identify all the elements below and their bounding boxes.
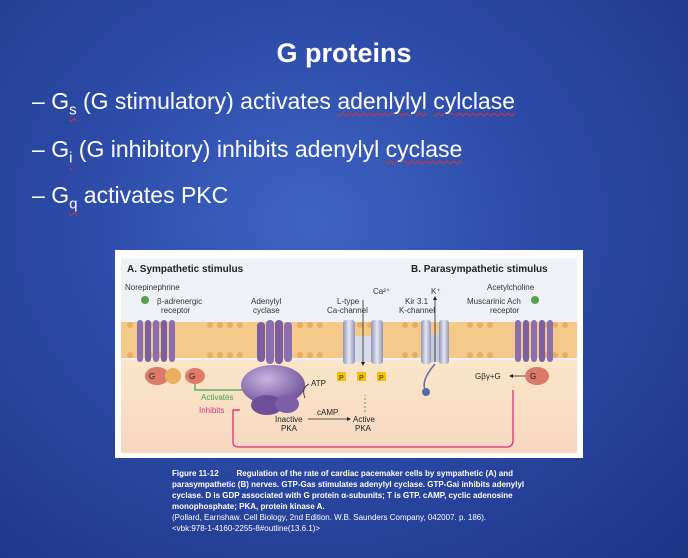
figure-caption: Figure 11-12 Regulation of the rate of c… (172, 468, 572, 534)
label-muscarinic-2: receptor (490, 306, 520, 315)
g-letter: G (51, 88, 70, 114)
word-adenlylyl: adenlylyl (337, 88, 427, 114)
caption-reference-link[interactable]: <vbk:978-1-4160-2255-8#outline(13.6.1)> (172, 524, 321, 533)
label-ltype-2: Ca-channel (327, 306, 368, 315)
label-ltype-1: L-type (337, 297, 360, 306)
label-kir-1: Kir 3.1 (405, 297, 429, 306)
inhibits-arrow (232, 390, 514, 448)
label-norepinephrine: Norepinephrine (125, 283, 180, 292)
heading-sympathetic: A. Sympathetic stimulus (127, 264, 244, 275)
label-g-abg-r: G (530, 372, 536, 381)
bullet-text: (G stimulatory) activates (76, 88, 338, 114)
g-alpha-s-icon: G (185, 368, 205, 384)
word-cylclase: cylclase (433, 88, 516, 114)
bullet-gq: – Gq activates PKC (32, 182, 228, 213)
g-protein-trimer-right-icon (525, 367, 549, 385)
beta-receptor-icon (137, 296, 175, 362)
label-muscarinic-1: Muscarinic Ach (467, 297, 521, 306)
activates-arrow (194, 384, 250, 391)
label-g-by-ai: Gβγ+G (475, 372, 501, 381)
label-camp: cAMP (317, 408, 338, 417)
cardiac-figure: A. Sympathetic stimulus B. Parasympathet… (115, 250, 583, 458)
bullet-dash: – (32, 88, 45, 114)
label-active-1: Active (353, 415, 375, 424)
caption-line-3: cyclase. D is GDP associated with G prot… (172, 491, 513, 500)
label-beta-receptor-2: receptor (161, 306, 191, 315)
label-inactive-1: Inactive (275, 415, 303, 424)
figure-illustration: A. Sympathetic stimulus B. Parasympathet… (115, 250, 583, 458)
label-beta-receptor-1: β-adrenergic (157, 297, 202, 306)
label-atp: ATP (311, 379, 326, 388)
bullet-gi: – Gi (G inhibitory) inhibits adenylyl cy… (32, 136, 462, 167)
label-adenylyl-1: Adenylyl (251, 297, 281, 306)
label-p-2: P (359, 375, 364, 382)
heading-parasympathetic: B. Parasympathetic stimulus (411, 264, 548, 275)
label-g-as-t: G (189, 372, 195, 381)
g-letter: G (51, 136, 70, 162)
ltype-ca-channel-icon (343, 300, 383, 366)
bullet-dash: – (32, 136, 45, 162)
caption-line-2: parasympathetic (B) nerves. GTP-Gas stim… (172, 480, 525, 489)
bullet-text: (G inhibitory) inhibits adenylyl (72, 136, 386, 162)
phosphate-marks: P P P (337, 372, 386, 382)
bullet-text: activates PKC (77, 182, 229, 208)
slide-title: G proteins (276, 38, 412, 68)
label-acetylcholine: Acetylcholine (487, 283, 535, 292)
caption-citation: (Pollard, Earnshaw. Cell Biology, 2nd Ed… (172, 513, 487, 522)
subscript-s: s (69, 101, 77, 119)
label-g-abg-d: G (149, 372, 155, 381)
label-p-3: P (379, 375, 384, 382)
g-protein-trimer-icon: G (145, 367, 181, 385)
label-p-1: P (339, 375, 344, 382)
caption-figure-number: Figure 11-12 (172, 469, 219, 478)
caption-line-4: monophosphate; PKA, protein kinase A. (172, 502, 325, 511)
subscript-q: q (69, 195, 78, 213)
caption-line-1: Regulation of the rate of cardiac pacema… (236, 469, 513, 478)
adenylyl-cyclase-icon (241, 320, 305, 415)
bullet-gs: – Gs (G stimulatory) activates adenlylyl… (32, 88, 515, 119)
muscarinic-receptor-icon (515, 296, 553, 362)
g-letter: G (51, 182, 70, 208)
label-kir-2: K-channel (399, 306, 435, 315)
label-activates: Activates (201, 393, 233, 402)
label-inhibits: Inhibits (199, 406, 224, 415)
label-k-ion: K⁺ (431, 287, 441, 296)
label-active-2: PKA (355, 424, 372, 433)
subscript-i: i (69, 149, 73, 167)
label-ca-ion: Ca²⁺ (373, 287, 390, 296)
bullet-dash: – (32, 182, 45, 208)
label-inactive-2: PKA (281, 424, 298, 433)
word-cyclase: cyclase (385, 136, 463, 162)
label-adenylyl-2: cyclase (253, 306, 280, 315)
kir-k-channel-icon (421, 296, 449, 396)
